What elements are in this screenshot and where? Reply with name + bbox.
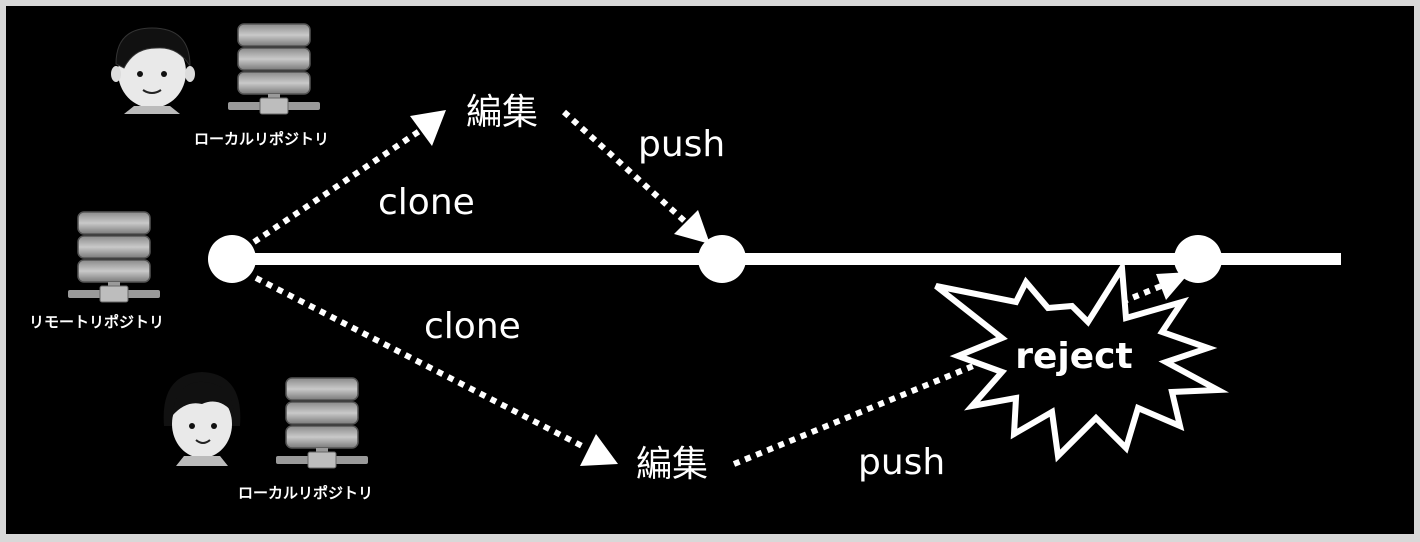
push-top-label: push xyxy=(638,124,725,165)
local-server-top-icon xyxy=(227,23,321,115)
push-bottom-arrow xyxy=(732,361,980,467)
local-server-bottom-icon xyxy=(275,377,369,469)
edit-top-label: 編集 xyxy=(466,92,538,133)
reject-burst-icon xyxy=(934,258,1230,463)
clone-bottom-arrow xyxy=(254,275,618,466)
remote-server-icon xyxy=(67,211,161,303)
person-male-icon xyxy=(111,27,195,114)
git-workflow-diagram: リモートリポジトリ ローカルリポジトリ ローカルリポジトリ xyxy=(29,23,1341,502)
commit-node-1 xyxy=(208,235,256,283)
push-bottom-label: push xyxy=(858,442,945,483)
push-top-arrow xyxy=(561,109,710,244)
commit-node-3 xyxy=(1174,235,1222,283)
clone-bottom-label: clone xyxy=(424,306,521,347)
reject-label: reject xyxy=(1015,336,1132,377)
reject-attempt-arrow xyxy=(1120,272,1190,305)
clone-top-arrow xyxy=(252,110,446,245)
local-repo-bottom-label: ローカルリポジトリ xyxy=(238,484,373,502)
person-female-icon xyxy=(163,372,241,466)
clone-top-label: clone xyxy=(378,182,475,223)
remote-repo-label: リモートリポジトリ xyxy=(29,313,164,331)
local-repo-top-label: ローカルリポジトリ xyxy=(194,130,329,148)
diagram-canvas: リモートリポジトリ ローカルリポジトリ ローカルリポジトリ xyxy=(6,6,1414,534)
commit-node-2 xyxy=(698,235,746,283)
edit-bottom-label: 編集 xyxy=(636,444,708,485)
